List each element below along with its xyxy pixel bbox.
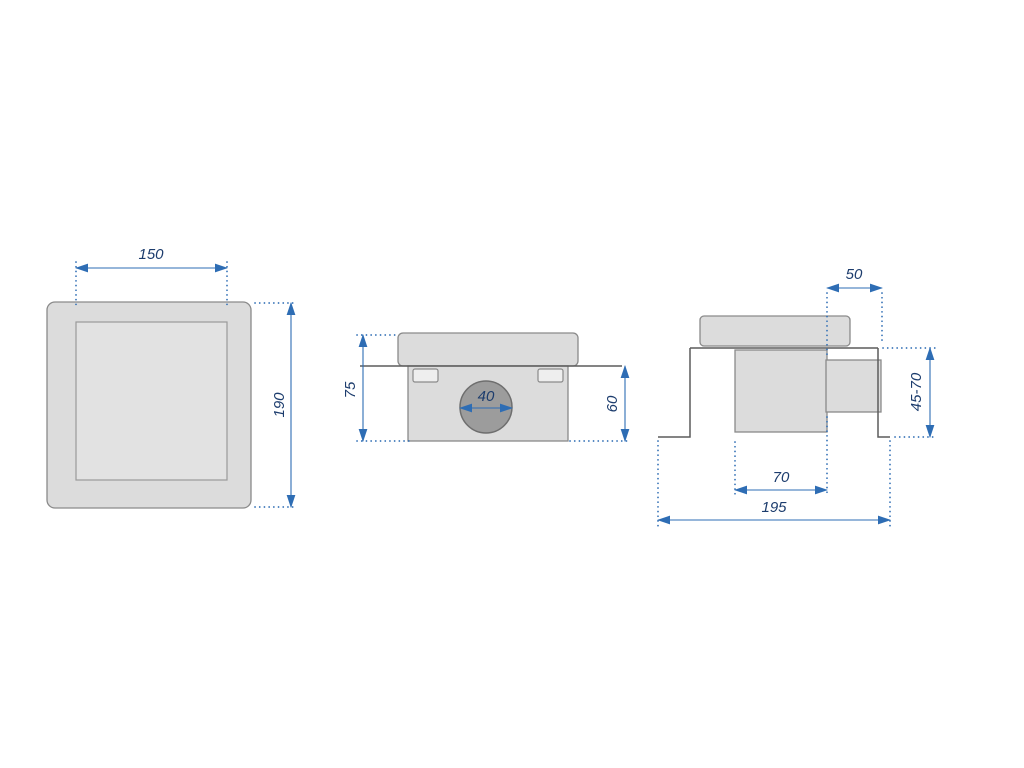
- front-view: 40 75 60: [342, 332, 632, 443]
- top-view-inner-grate: [75, 321, 228, 481]
- top-view: 150 190: [46, 246, 298, 509]
- dim-label-outlet-length: 50: [846, 266, 863, 283]
- dim-label-body-width: 70: [773, 469, 790, 486]
- side-view: 50 45-70 70 195: [656, 266, 937, 527]
- front-view-clip-right: [537, 368, 564, 383]
- side-view-outlet-pipe: [825, 359, 882, 413]
- dim-label-adjustable-height: 45-70: [908, 372, 925, 411]
- side-view-flange: [699, 315, 851, 347]
- dim-label-outlet-diameter: 40: [478, 388, 495, 405]
- side-view-recess-left: [658, 348, 691, 438]
- dim-label-grate-width: 150: [138, 246, 164, 263]
- side-view-body: [734, 349, 828, 433]
- dim-label-total-height: 75: [342, 381, 359, 398]
- front-view-clip-left: [412, 368, 439, 383]
- side-view-recess-right: [877, 348, 890, 438]
- dim-label-trap-height: 60: [604, 395, 621, 412]
- front-view-flange: [397, 332, 579, 367]
- dim-label-overall-height: 190: [271, 392, 288, 418]
- dim-label-total-length: 195: [761, 499, 787, 516]
